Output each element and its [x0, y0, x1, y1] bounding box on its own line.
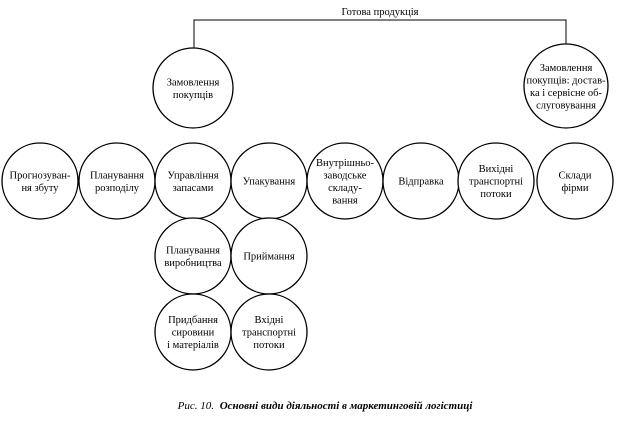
node-in-plant-warehousing: Внутрішньо-заводське складу-вання — [306, 142, 384, 220]
node-label-line: і матеріалів — [167, 340, 219, 351]
node-label-line: Замовлення — [167, 77, 220, 88]
node-label-line: Приймання — [243, 252, 295, 263]
node-receiving: Приймання — [230, 217, 308, 295]
node-label-line: розподілу — [95, 183, 140, 194]
node-label-line: покупців: достав- — [526, 75, 606, 86]
finished-goods-bracket — [193, 19, 567, 60]
node-label-line: Планування — [90, 170, 144, 181]
node-label-line: виробництва — [164, 258, 222, 269]
node-label-line: Управління — [167, 170, 218, 181]
node-label-line: Планування — [166, 245, 220, 256]
node-label-line: слуговування — [536, 100, 596, 111]
node-label-line: заводське — [324, 170, 367, 181]
node-sales-forecasting: Прогнозуван-ня збуту — [1, 142, 79, 220]
node-label-line: Внутрішньо- — [316, 158, 374, 169]
finished-goods-label: Готова продукція — [342, 7, 419, 18]
node-label-line: фірми — [561, 183, 588, 194]
node-label-line: Прогнозуван- — [9, 170, 71, 181]
node-shipping: Відправка — [382, 142, 460, 220]
node-label-line: потоки — [253, 340, 285, 351]
node-customer-orders: Замовлення покупців — [152, 47, 234, 129]
caption-prefix: Рис. 10. — [177, 400, 214, 412]
node-label-line: складу- — [328, 183, 362, 194]
node-label-line: сировини — [172, 328, 215, 339]
node-label-line: Замовлення — [540, 63, 593, 74]
node-label-line: ня збуту — [21, 183, 59, 194]
figure-caption: Рис. 10. Основні види діяльності в марке… — [177, 400, 474, 412]
node-label-line: Упакування — [243, 177, 296, 188]
node-label-line: Склади — [559, 170, 592, 181]
node-packaging: Упакування — [230, 142, 308, 220]
node-label-line: транспортні — [469, 177, 523, 188]
node-inventory-management: Управління запасами — [154, 142, 232, 220]
node-label-line: потоки — [480, 189, 512, 200]
node-label-line: ка і сервісне об- — [530, 88, 603, 99]
caption-title: Основні види діяльності в маркетинговій … — [220, 400, 474, 412]
node-company-warehouses: Склади фірми — [536, 142, 614, 220]
node-label-line: покупців — [173, 90, 213, 101]
node-label-line: Відправка — [398, 177, 444, 188]
node-distribution-planning: Планування розподілу — [78, 142, 156, 220]
node-label-line: запасами — [173, 183, 214, 194]
node-label-line: вання — [332, 195, 358, 206]
node-label-line: Вхідні — [255, 315, 284, 326]
node-label-line: транспортні — [242, 328, 296, 339]
node-label-line: Вихідні — [479, 164, 514, 175]
node-label-line: Придбання — [168, 315, 218, 326]
node-production-planning: Планування виробництва — [154, 217, 232, 295]
